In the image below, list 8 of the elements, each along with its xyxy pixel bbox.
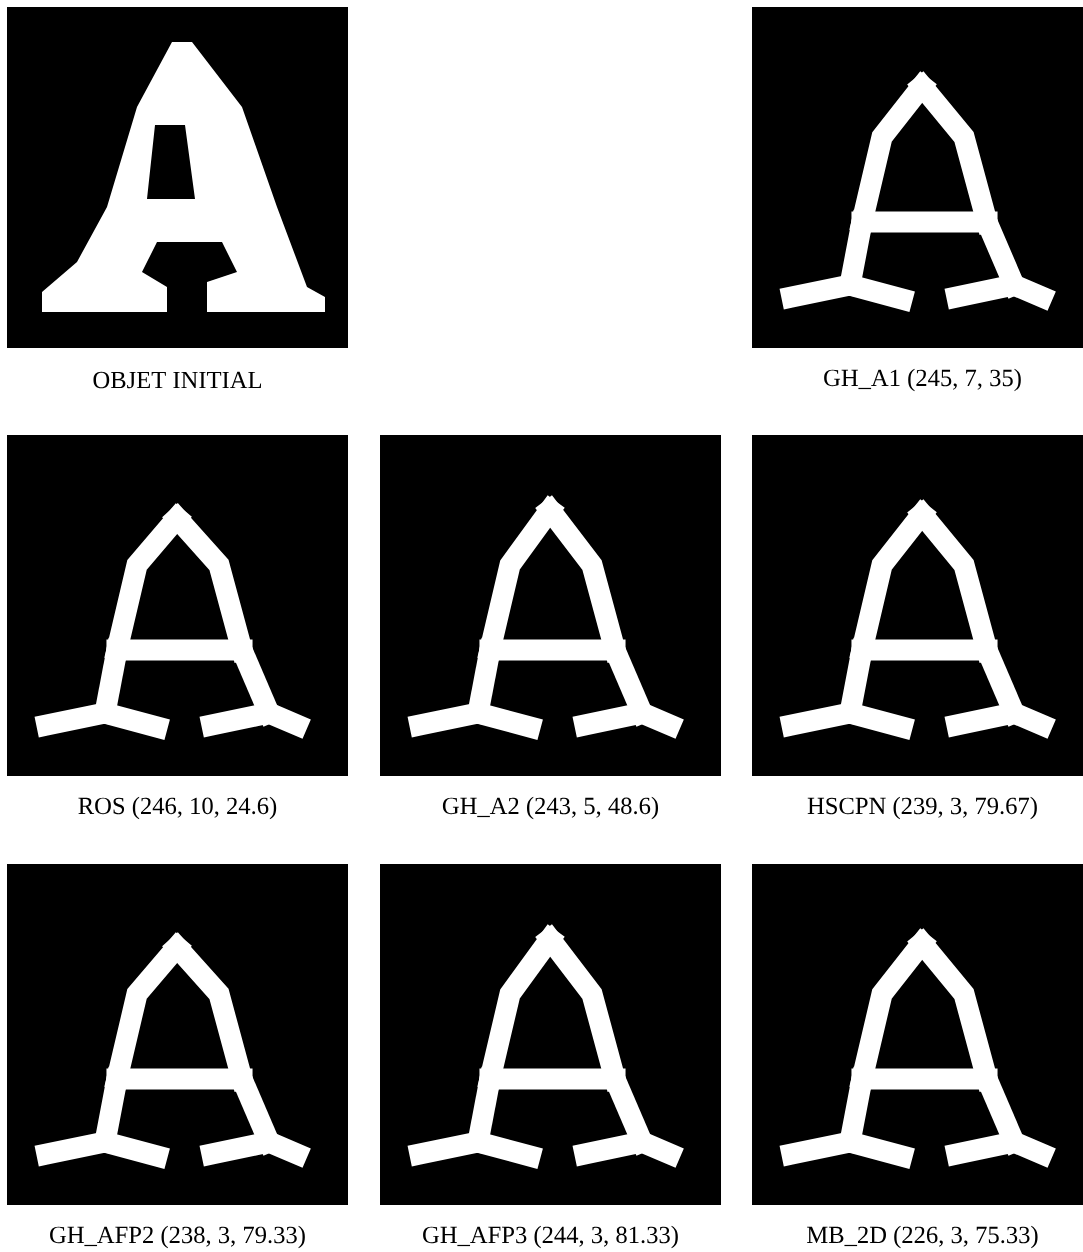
caption: GH_AFP2 (238, 3, 79.33) <box>50 1225 305 1249</box>
caption: MB_2D (226, 3, 75.33) <box>807 1225 1038 1249</box>
caption: GH_AFP3 (244, 3, 81.33) <box>423 1225 678 1249</box>
caption: OBJET INITIAL <box>93 371 262 389</box>
caption: HSCPN (239, 3, 79.67) <box>807 796 1037 820</box>
caption: GH_A2 (243, 5, 48.6) <box>442 796 659 820</box>
caption: GH_A1 (245, 7, 35) <box>824 368 1021 392</box>
caption: ROS (246, 10, 24.6) <box>78 796 277 820</box>
